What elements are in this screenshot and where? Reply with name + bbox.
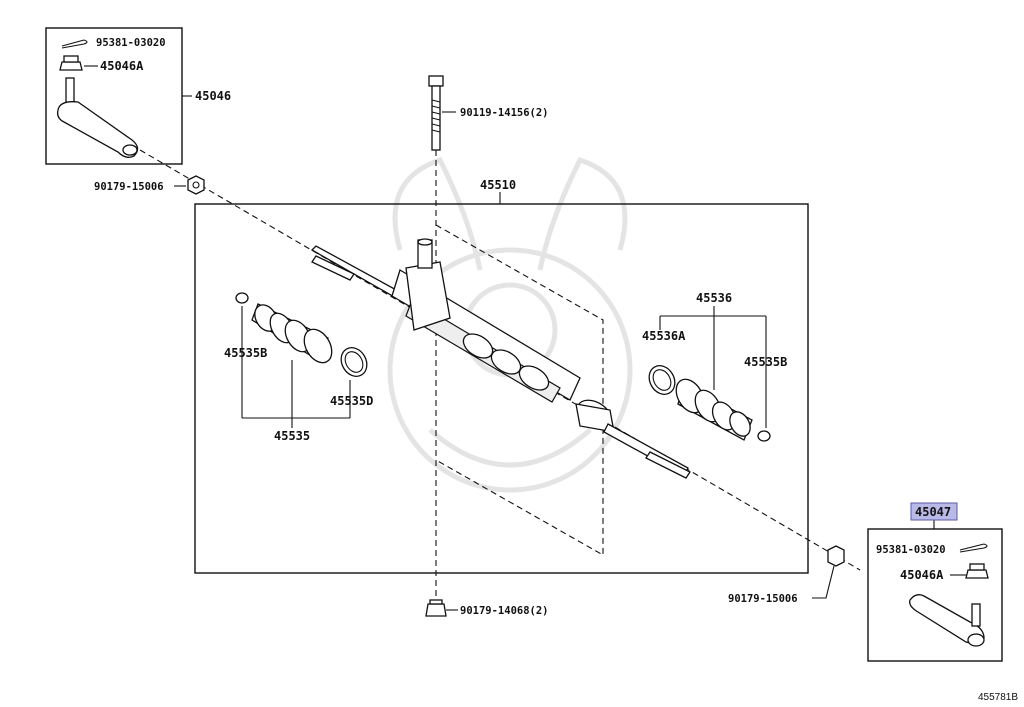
cotter-pin-rh-icon	[959, 543, 988, 553]
lock-nut-rh-icon	[827, 545, 845, 567]
label-nut-lh: 45046A	[100, 59, 144, 73]
label-clamp-lh: 45535B	[224, 346, 267, 360]
axis-line	[139, 149, 861, 571]
cotter-pin-lh-icon	[61, 39, 88, 49]
label-band-lh: 45535D	[330, 394, 373, 408]
label-band-rh: 45536A	[642, 329, 686, 343]
label-boot-set-lh: 45535	[274, 429, 310, 443]
label-rack-assy: 45510	[480, 178, 516, 192]
mounting-outline	[435, 224, 604, 556]
boot-lh-icon	[235, 292, 368, 377]
diagram-reference-number: 455781B	[977, 692, 1018, 703]
label-nut-rh: 45046A	[900, 568, 944, 582]
tie-rod-end-rh-box	[867, 528, 1003, 662]
castle-nut-rh-icon	[965, 563, 989, 579]
label-tie-rod-end-rh: 45047	[915, 505, 951, 519]
label-clamp-rh: 45535B	[744, 355, 787, 369]
tie-rod-end-rh-icon	[909, 594, 985, 647]
label-lock-nut-rh: 90179-15006	[728, 593, 798, 605]
tie-rod-end-lh-icon	[56, 77, 139, 158]
watermark-emblem	[387, 156, 633, 493]
label-nut-bottom: 90179-14068(2)	[460, 605, 549, 617]
nut-bottom-icon	[425, 599, 447, 617]
label-cotter-pin-lh: 95381-03020	[96, 37, 166, 49]
label-lock-nut-lh: 90179-15006	[94, 181, 164, 193]
label-cotter-pin-rh: 95381-03020	[876, 544, 946, 556]
castle-nut-lh-icon	[59, 55, 83, 71]
label-tie-rod-end-lh: 45046	[195, 89, 231, 103]
rack-assembly-box	[194, 203, 809, 574]
boot-rh-icon	[648, 365, 771, 442]
rack-housing-icon	[310, 238, 691, 479]
bolt-icon	[428, 75, 444, 151]
label-bolt: 90119-14156(2)	[460, 107, 549, 119]
label-boot-set-rh: 45536	[696, 291, 732, 305]
part-number-highlight	[910, 502, 958, 521]
lock-nut-lh-icon	[187, 175, 205, 195]
